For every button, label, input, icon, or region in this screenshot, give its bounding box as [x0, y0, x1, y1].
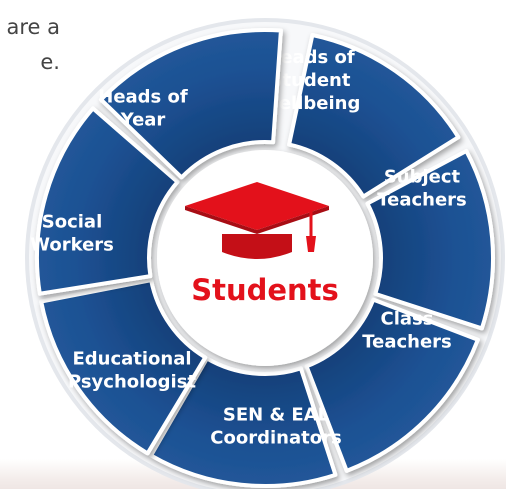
- wheel-segment: [98, 28, 283, 180]
- segment-label-line: Psychologist: [68, 372, 196, 393]
- segment-label-line: Workers: [30, 235, 114, 256]
- segment-label-line: Coordinators: [210, 428, 341, 449]
- wheel-segment: [365, 148, 495, 331]
- segment-label-line: Student: [270, 70, 351, 91]
- segment-label-line: SEN & EAL: [223, 405, 329, 426]
- segment-label-line: Social: [42, 212, 103, 233]
- background-text-line-2: e.: [40, 50, 60, 74]
- wheel-segment: [304, 297, 480, 473]
- wheel-segment: [149, 356, 338, 488]
- center-label: Students: [191, 273, 339, 307]
- segment-label-line: Year: [120, 110, 166, 131]
- segment-label-line: Subject: [384, 167, 461, 188]
- background-text-line-1: are a: [6, 15, 60, 39]
- wheel-segment: [35, 106, 180, 296]
- segment-label-line: Educational: [72, 349, 191, 370]
- background-text: are a e.: [0, 10, 60, 80]
- segment-label-line: Heads of: [98, 87, 188, 108]
- graduation-cap-icon: [185, 182, 329, 259]
- wheel-segment: [39, 278, 208, 456]
- segment-label-line: Teachers: [362, 332, 452, 353]
- segment-label-line: Class: [381, 309, 434, 330]
- segment-label-line: Wellbeing: [260, 93, 361, 114]
- segment-label-line: Heads of: [265, 47, 355, 68]
- wheel-segment: [287, 32, 461, 199]
- segment-label-line: Teachers: [377, 190, 467, 211]
